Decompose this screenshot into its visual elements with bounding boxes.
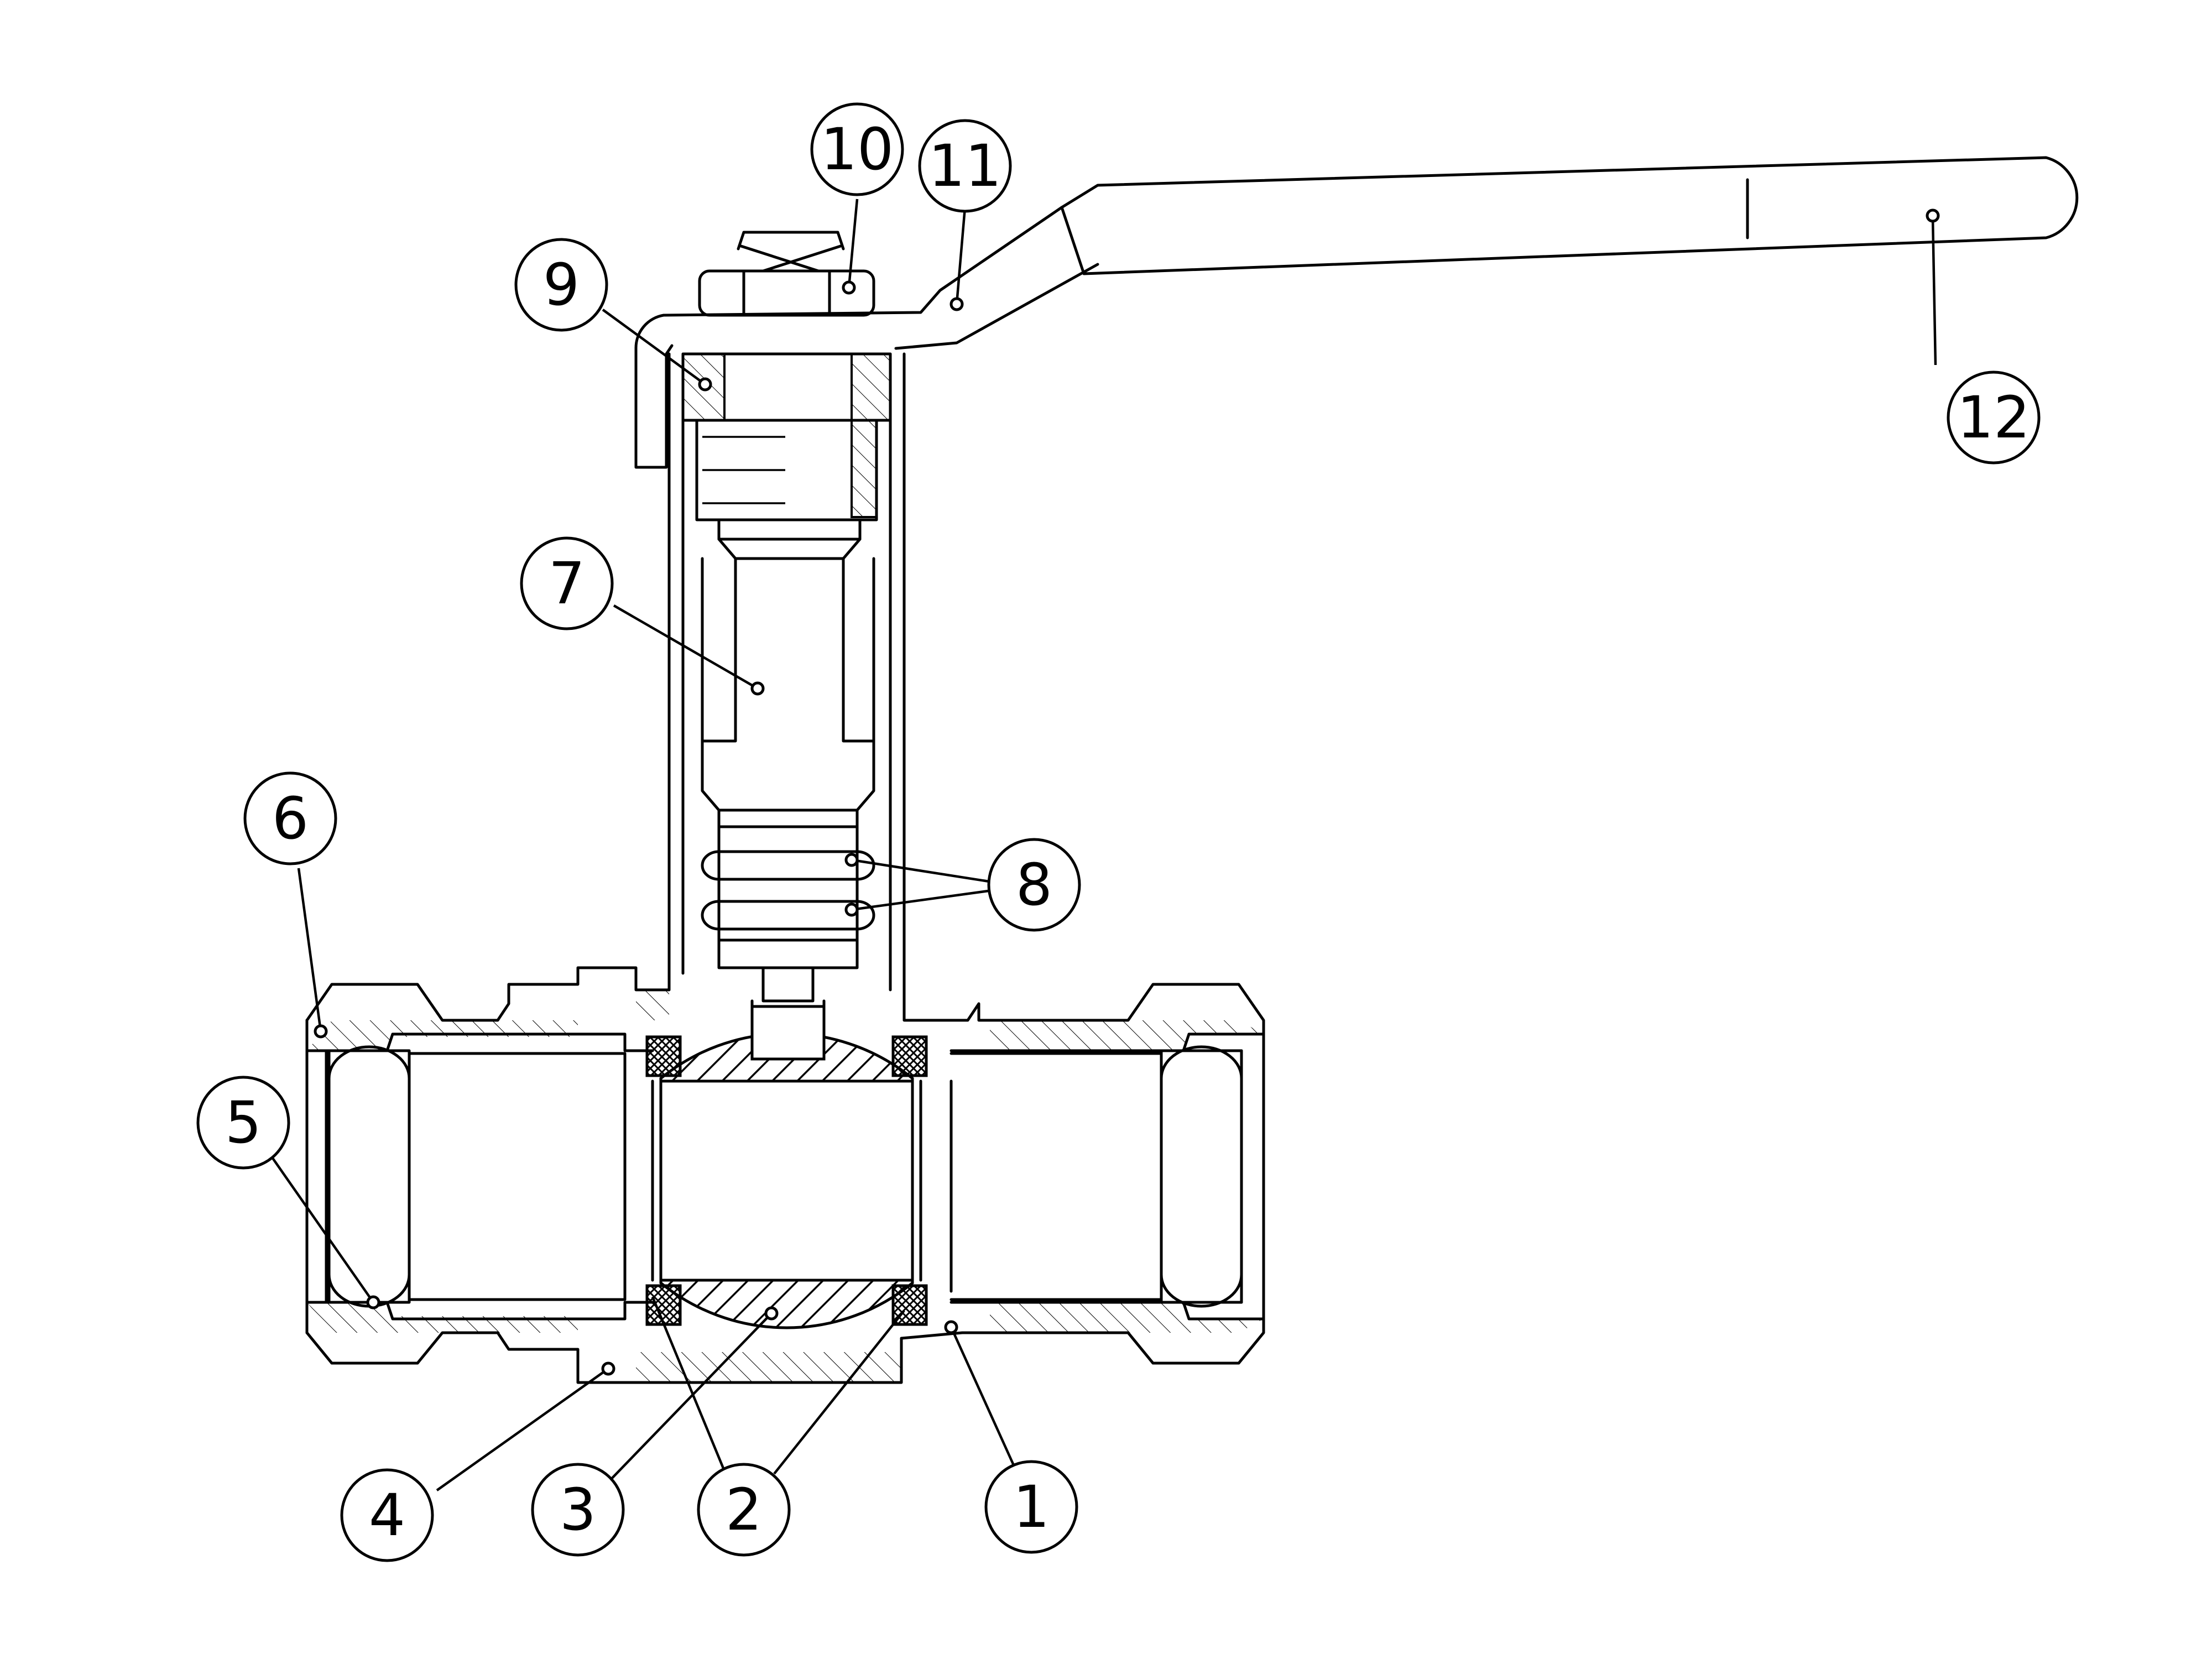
callout-4-label: 4 [369,1481,405,1549]
valve-neck [667,352,906,992]
callout-8: 8 [987,838,1081,932]
callout-4: 4 [340,1468,434,1562]
stem [701,518,875,1052]
callout-7-label: 7 [549,550,585,617]
callout-11-label: 11 [928,132,1001,200]
valve-body [305,966,1265,1384]
callout-1: 1 [984,1460,1078,1554]
callout-10-label: 10 [821,116,894,183]
callout-3-label: 3 [560,1476,596,1543]
gland-nut [681,352,892,521]
callout-6-label: 6 [272,785,309,852]
leader-lines [270,199,1937,1491]
lever-handle [634,156,2079,469]
callout-1-label: 1 [1013,1473,1050,1541]
callout-11: 11 [918,119,1012,213]
callout-12-label: 12 [1957,384,2030,451]
callout-8-label: 8 [1016,851,1052,919]
callout-5-label: 5 [225,1089,262,1156]
callout-9-label: 9 [543,251,580,319]
leader-dots [314,208,1940,1376]
callout-2-label: 2 [726,1476,762,1543]
callout-9: 9 [514,238,608,332]
compression-olives [327,1045,1243,1308]
callout-2: 2 [697,1463,791,1557]
stem-nut [698,231,875,317]
ball-and-seats [645,1005,928,1329]
callout-12: 12 [1947,371,2041,465]
callout-7: 7 [520,536,614,630]
callout-5: 5 [196,1076,290,1170]
callout-10: 10 [810,102,904,196]
callout-3: 3 [531,1463,625,1557]
callout-6: 6 [243,771,337,865]
